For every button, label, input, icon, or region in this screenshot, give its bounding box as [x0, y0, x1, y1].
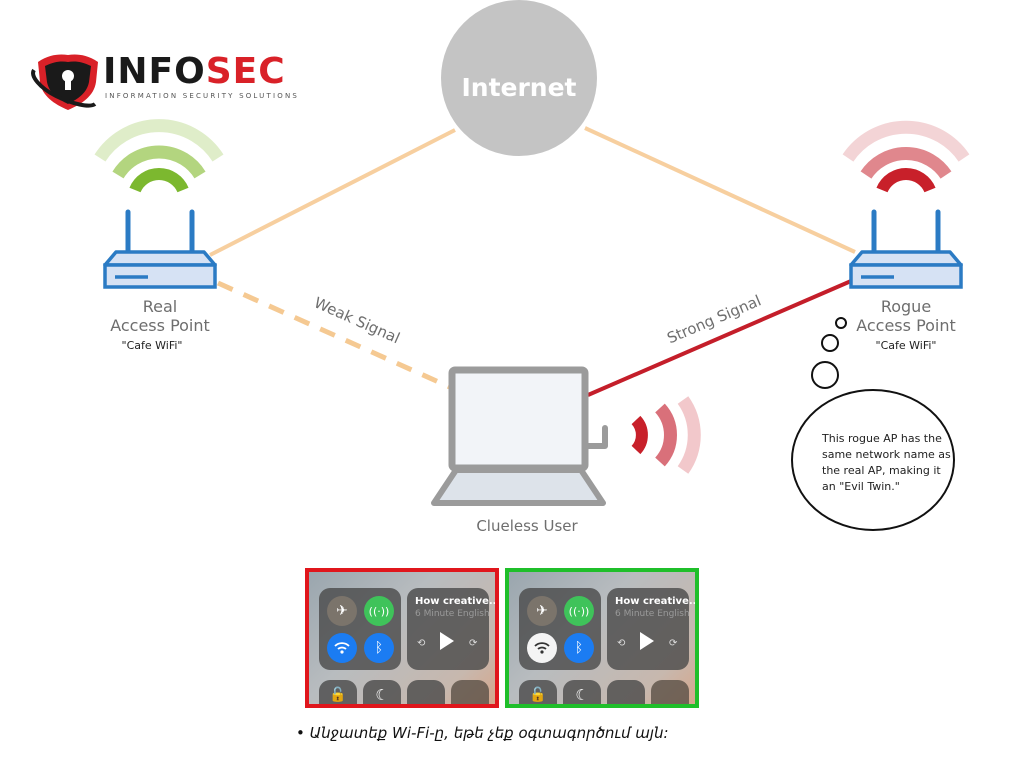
- thought-bubble-line-2: same network name as: [822, 448, 951, 461]
- real-ap-title-line1: Real: [143, 297, 178, 316]
- brightness-slider[interactable]: [451, 680, 489, 704]
- laptop-icon: [431, 366, 608, 506]
- strong-signal-link: [587, 276, 859, 397]
- rogue-ap-router-icon: [849, 209, 963, 289]
- media-subtitle: 6 Minute English: [415, 609, 490, 619]
- media-subtitle: 6 Minute English: [615, 609, 690, 619]
- real-ap-signal-icon: [94, 119, 224, 193]
- thought-bubble-line-3: the real AP, making it: [822, 464, 941, 477]
- logo-brand-left: INFO: [103, 51, 206, 92]
- forward-button[interactable]: ⟳: [669, 638, 678, 649]
- caption-text: • Անջատեք Wi-Fi-ը, եթե չեք օգտագործում ա…: [296, 724, 669, 742]
- wifi-icon: [534, 642, 550, 654]
- real-ap-ssid: "Cafe WiFi": [122, 339, 183, 352]
- airplane-mode-button[interactable]: ✈: [327, 596, 357, 626]
- control-center-wifi-off: ✈ ((·)) ᛒ How creative... 6 Minute Engli…: [505, 568, 699, 708]
- wifi-button[interactable]: [327, 633, 357, 663]
- media-tile: How creative... 6 Minute English ⟲ ⟳: [407, 588, 495, 670]
- logo-wordmark: INFOSEC: [103, 52, 286, 92]
- real-ap-router-icon: [103, 209, 217, 289]
- play-button[interactable]: [640, 632, 654, 650]
- wifi-button[interactable]: [527, 633, 557, 663]
- connectivity-tile: ✈ ((·)) ᛒ: [519, 588, 601, 670]
- bluetooth-button[interactable]: ᛒ: [564, 633, 594, 663]
- media-title: How creative...: [615, 596, 699, 607]
- rewind-button[interactable]: ⟲: [617, 638, 626, 649]
- rogue-ap-signal-icon: [842, 120, 970, 193]
- rogue-ap-title-line2: Access Point: [856, 316, 956, 335]
- screen-mirroring-tile[interactable]: [407, 680, 445, 704]
- backhaul-link-real: [209, 128, 456, 257]
- real-ap-title-line2: Access Point: [110, 316, 210, 335]
- infosec-logo-icon: [31, 54, 98, 110]
- thought-bubble-line-1: This rogue AP has the: [821, 432, 942, 445]
- backhaul-link-rogue: [584, 126, 856, 254]
- play-button[interactable]: [440, 632, 454, 650]
- media-tile: How creative... 6 Minute English ⟲ ⟳: [607, 588, 695, 670]
- logo-brand-right: SEC: [205, 51, 286, 92]
- brightness-slider[interactable]: [651, 680, 689, 704]
- internet-label: Internet: [461, 73, 576, 102]
- do-not-disturb-button[interactable]: ☾: [563, 680, 601, 704]
- rogue-ap-title-line1: Rogue: [881, 297, 931, 316]
- thought-bubble: [791, 317, 955, 531]
- rogue-ap-ssid: "Cafe WiFi": [876, 339, 937, 352]
- airplane-mode-button[interactable]: ✈: [527, 596, 557, 626]
- logo-tagline: INFORMATION SECURITY SOLUTIONS: [105, 92, 300, 100]
- rotation-lock-button[interactable]: 🔓: [519, 680, 557, 704]
- forward-button[interactable]: ⟳: [469, 638, 478, 649]
- control-center-wifi-on: ✈ ((·)) ᛒ How creative... 6 Minute Engli…: [305, 568, 499, 708]
- cellular-data-button[interactable]: ((·)): [564, 596, 594, 626]
- thought-bubble-line-4: an "Evil Twin.": [822, 480, 900, 493]
- connectivity-tile: ✈ ((·)) ᛒ: [319, 588, 401, 670]
- weak-signal-link: [216, 280, 454, 391]
- rewind-button[interactable]: ⟲: [417, 638, 426, 649]
- internet-node: [441, 0, 597, 156]
- screen-mirroring-tile[interactable]: [607, 680, 645, 704]
- bluetooth-button[interactable]: ᛒ: [364, 633, 394, 663]
- media-title: How creative...: [415, 596, 499, 607]
- weak-signal-label: Weak Signal: [311, 294, 402, 348]
- wifi-icon: [334, 642, 350, 654]
- cellular-data-button[interactable]: ((·)): [364, 596, 394, 626]
- do-not-disturb-button[interactable]: ☾: [363, 680, 401, 704]
- rotation-lock-button[interactable]: 🔓: [319, 680, 357, 704]
- user-label: Clueless User: [476, 517, 578, 535]
- laptop-signal-icon: [631, 396, 701, 474]
